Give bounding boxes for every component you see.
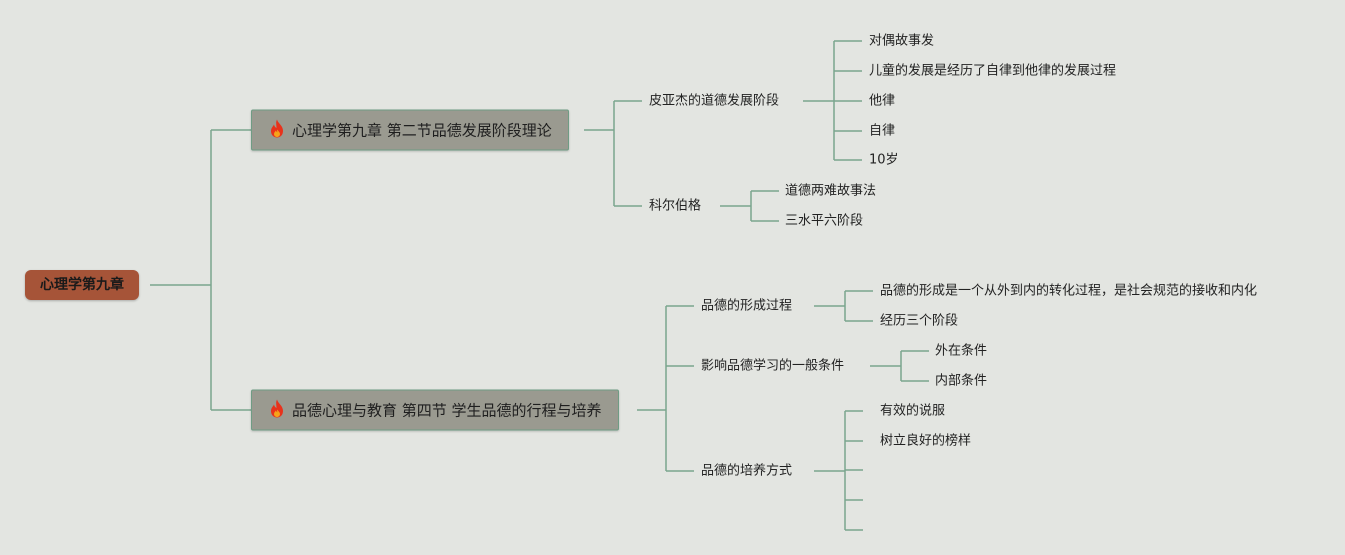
list-item[interactable]: 他律 bbox=[869, 93, 896, 109]
branch-title: 心理学第九章 第二节品德发展阶段理论 bbox=[292, 121, 552, 140]
fire-icon bbox=[268, 399, 286, 422]
node-cultivation-methods[interactable]: 品德的培养方式 bbox=[701, 463, 793, 479]
fire-icon bbox=[268, 119, 286, 142]
list-item[interactable]: 品德的形成是一个从外到内的转化过程，是社会规范的接收和内化 bbox=[880, 283, 1258, 299]
node-kohlberg[interactable]: 科尔伯格 bbox=[649, 198, 702, 214]
list-item[interactable]: 自律 bbox=[869, 123, 896, 139]
list-item[interactable]: 三水平六阶段 bbox=[785, 213, 864, 229]
branch-title: 品德心理与教育 第四节 学生品德的行程与培养 bbox=[292, 401, 602, 420]
connector bbox=[870, 350, 929, 382]
node-formation-process[interactable]: 品德的形成过程 bbox=[701, 298, 793, 314]
list-item[interactable]: 内部条件 bbox=[935, 373, 988, 389]
list-item[interactable]: 对偶故事发 bbox=[869, 33, 935, 49]
list-item[interactable]: 道德两难故事法 bbox=[785, 183, 877, 199]
list-item[interactable]: 10岁 bbox=[869, 152, 899, 168]
connector bbox=[803, 40, 862, 161]
root-node[interactable]: 心理学第九章 bbox=[25, 270, 139, 300]
connector bbox=[814, 290, 873, 322]
connector bbox=[150, 129, 251, 411]
node-piaget[interactable]: 皮亚杰的道德发展阶段 bbox=[649, 93, 780, 109]
list-item[interactable]: 儿童的发展是经历了自律到他律的发展过程 bbox=[869, 63, 1117, 79]
list-item[interactable]: 有效的说服 bbox=[880, 403, 946, 419]
list-item[interactable]: 经历三个阶段 bbox=[880, 313, 959, 329]
list-item[interactable]: 树立良好的榜样 bbox=[880, 433, 972, 449]
connector bbox=[720, 190, 779, 222]
branch-node-moral-education[interactable]: 品德心理与教育 第四节 学生品德的行程与培养 bbox=[251, 389, 619, 431]
connector bbox=[584, 100, 642, 207]
connector bbox=[814, 410, 863, 531]
list-item[interactable]: 外在条件 bbox=[935, 343, 988, 359]
connector bbox=[637, 305, 694, 472]
branch-node-moral-development-theory[interactable]: 心理学第九章 第二节品德发展阶段理论 bbox=[251, 109, 569, 151]
node-learning-conditions[interactable]: 影响品德学习的一般条件 bbox=[701, 358, 845, 374]
